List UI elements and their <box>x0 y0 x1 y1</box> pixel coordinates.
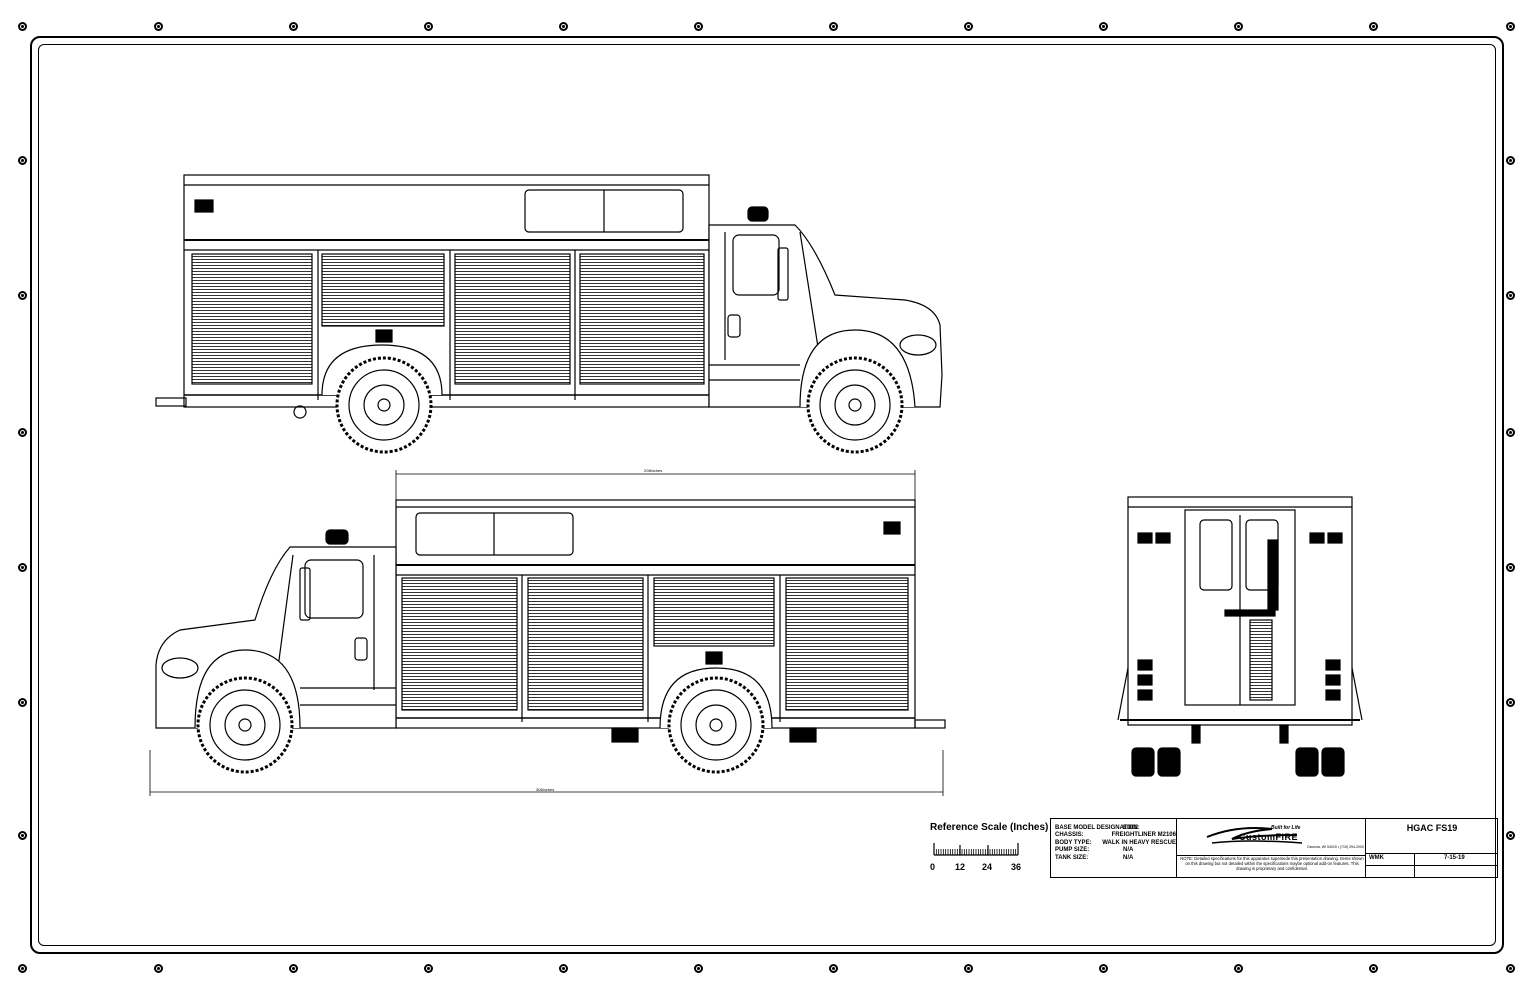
bolt-icon <box>18 22 27 31</box>
bolt-icon <box>559 22 568 31</box>
bolt-icon <box>694 964 703 973</box>
scale-tick-label: 24 <box>982 862 993 872</box>
spec-row: BASE MODEL DESIGNATION:ED02 <box>1055 825 1140 831</box>
bolt-icon <box>18 428 27 437</box>
drawing-date: 7-15-19 <box>1444 855 1465 861</box>
wheel-icon <box>806 356 904 454</box>
bolt-icon <box>18 156 27 165</box>
wheel-icon <box>667 676 765 774</box>
bolt-icon <box>694 22 703 31</box>
bolt-icon <box>18 698 27 707</box>
beacon-light-icon <box>747 206 769 222</box>
bolt-icon <box>1506 563 1515 572</box>
bolt-icon <box>829 22 838 31</box>
spec-list: BASE MODEL DESIGNATION:ED02 CHASSIS:FREI… <box>1051 819 1177 877</box>
bolt-icon <box>829 964 838 973</box>
beacon-light-icon <box>325 529 349 545</box>
rollup-door <box>785 577 909 711</box>
wheel-icon <box>196 676 294 774</box>
drawing-note: NOTE: Detailed specifications for this a… <box>1180 856 1364 871</box>
reference-scale-bar <box>933 843 1019 856</box>
rollup-door <box>191 253 313 385</box>
bolt-icon <box>964 22 973 31</box>
bolt-icon <box>1234 22 1243 31</box>
logo-address: Osceola, WI 54020 • (715) 294-2000 <box>1307 845 1364 849</box>
spec-row: BODY TYPE:WALK IN HEAVY RESCUE <box>1055 839 1176 846</box>
bolt-icon <box>424 22 433 31</box>
bolt-icon <box>1506 831 1515 840</box>
spec-row: CHASSIS:FREIGHTLINER M2106 <box>1055 832 1176 839</box>
title-block: BASE MODEL DESIGNATION:ED02 CHASSIS:FREI… <box>1050 818 1498 878</box>
logo-name: CustomFIRE <box>1239 832 1298 842</box>
logo-tagline: Built for Life <box>1271 825 1301 831</box>
overall-length-dimension: 306inches <box>536 787 555 792</box>
drawn-by: WMK <box>1369 855 1384 861</box>
bolt-icon <box>1506 964 1515 973</box>
company-logo: Built for Life CustomFIRE Osceola, WI 54… <box>1177 819 1365 856</box>
spec-row: PUMP SIZE:N/A <box>1055 847 1134 854</box>
sheet-inner-border <box>38 44 1496 946</box>
bolt-icon <box>424 964 433 973</box>
bolt-icon <box>1099 22 1108 31</box>
rollup-door <box>401 577 518 711</box>
bolt-icon <box>1369 964 1378 973</box>
bolt-icon <box>964 964 973 973</box>
scale-tick-label: 0 <box>930 862 936 872</box>
bolt-icon <box>18 831 27 840</box>
marker-light-icon <box>194 199 214 213</box>
wheel-icon <box>335 356 433 454</box>
bolt-icon <box>289 964 298 973</box>
rollup-door <box>527 577 644 711</box>
spec-row: TANK SIZE:N/A <box>1055 854 1134 861</box>
bolt-icon <box>1099 964 1108 973</box>
bolt-icon <box>1506 291 1515 300</box>
marker-light-icon <box>1137 532 1153 544</box>
bolt-icon <box>18 964 27 973</box>
bolt-icon <box>18 563 27 572</box>
sheet-outer-border <box>30 36 1504 954</box>
scale-tick-label: 12 <box>955 862 966 872</box>
scale-tick-label: 36 <box>1011 862 1022 872</box>
side-view-top <box>155 174 943 454</box>
rollup-door <box>321 253 445 327</box>
rollup-door <box>653 577 775 647</box>
rollup-door <box>454 253 571 385</box>
bolt-icon <box>154 964 163 973</box>
bolt-icon <box>1234 964 1243 973</box>
rear-view <box>1117 496 1363 777</box>
bolt-icon <box>559 964 568 973</box>
bolt-icon <box>1506 698 1515 707</box>
body-length-dimension: 208inches <box>644 468 663 473</box>
marker-light-icon <box>883 521 901 535</box>
bolt-icon <box>1506 156 1515 165</box>
flame-swoosh-icon <box>1206 827 1303 844</box>
bolt-icon <box>1506 22 1515 31</box>
bolt-icon <box>1506 428 1515 437</box>
rollup-door <box>579 253 705 385</box>
bolt-icon <box>289 22 298 31</box>
project-info: HGAC FS19 WMK 7-15-19 <box>1365 819 1498 877</box>
project-name: HGAC FS19 <box>1406 823 1458 833</box>
bolt-icon <box>154 22 163 31</box>
bolt-icon <box>1369 22 1378 31</box>
side-view-bottom <box>149 470 946 796</box>
reference-scale-title: Reference Scale (Inches) <box>930 822 1049 833</box>
bolt-icon <box>18 291 27 300</box>
